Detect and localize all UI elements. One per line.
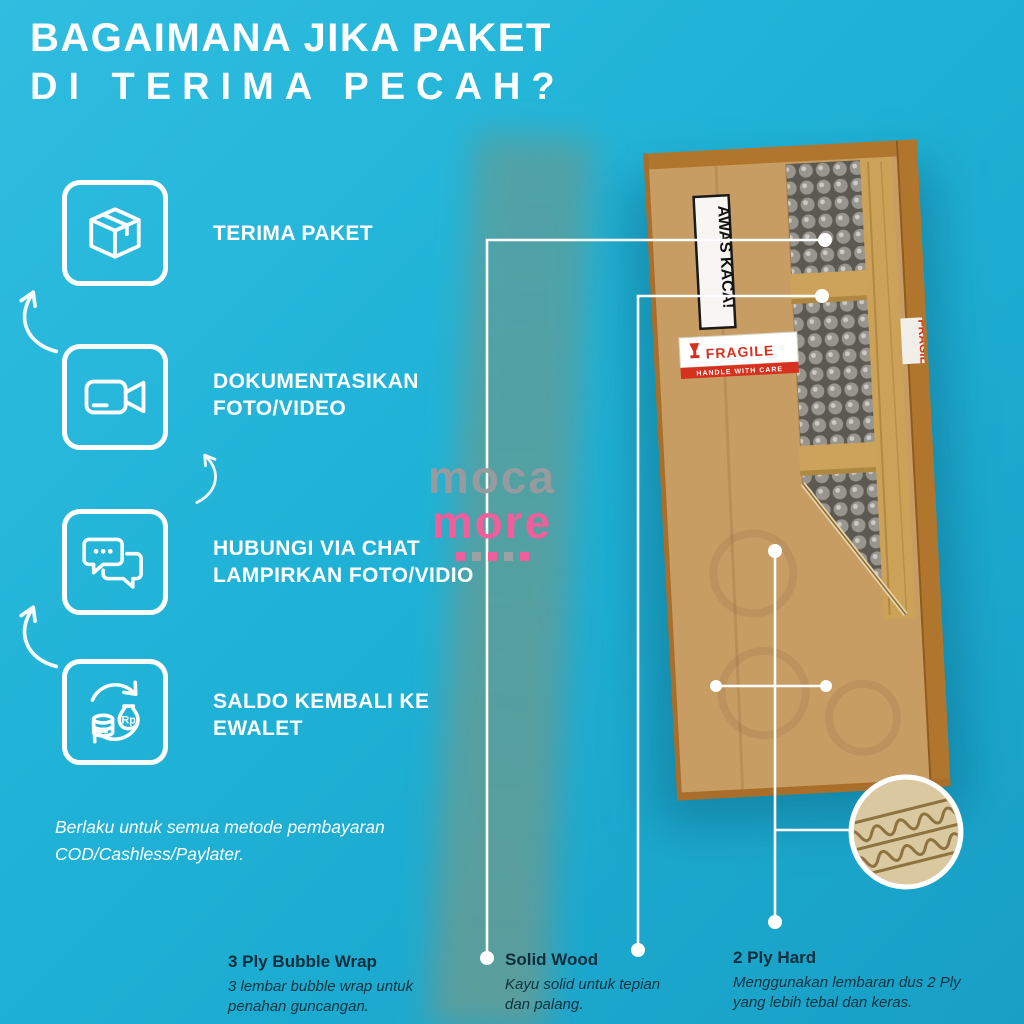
wood-side-plank (859, 156, 916, 620)
awas-kaca-label: AWAS KACA! (692, 193, 737, 331)
money-refund-icon: Rp (90, 680, 140, 744)
watermark-word-1: moca (427, 451, 557, 503)
callout-2ply-hard: 2 Ply Hard Menggunakan lembaran dus 2 Pl… (733, 948, 1008, 1014)
side-tape-fragment: FRAGILE (900, 317, 932, 372)
callout-solid-wood: Solid Wood Kayu solid untuk tepian dan p… (505, 950, 720, 1016)
callout-solid-wood-body: Kayu solid untuk tepian dan palang. (505, 976, 661, 1014)
curved-arrow-icon (19, 290, 59, 354)
package-box-icon (89, 207, 141, 259)
step-4-icon-box: Rp (62, 659, 168, 765)
title-block: BAGAIMANA JIKA PAKET DI TERIMA PECAH? (30, 14, 566, 112)
callout-2ply-hard-body: Menggunakan lembaran dus 2 Ply yang lebi… (733, 974, 961, 1012)
callout-2ply-hard-title: 2 Ply Hard (733, 948, 817, 967)
step-1-icon-box (62, 180, 168, 286)
callout-bubble-wrap-body: 3 lembar bubble wrap untuk penahan gunca… (228, 978, 414, 1016)
title-line-2: DI TERIMA PECAH? (30, 66, 566, 108)
watermark-word-2: more (431, 495, 553, 548)
step-2-label: DOKUMENTASIKAN FOTO/VIDEO (213, 370, 419, 421)
packaged-mirror-photo: AWAS KACA! FRAGILE HANDLE WITH CARE FRAG… (643, 139, 951, 801)
fragile-tape: FRAGILE HANDLE WITH CARE (678, 331, 799, 379)
step-2-icon-box (62, 344, 168, 450)
chat-bubbles-icon (82, 537, 143, 589)
cardboard-label-point (768, 915, 782, 929)
cardboard-magnifier (844, 772, 969, 892)
callout-bubble-wrap-title: 3 Ply Bubble Wrap (228, 952, 377, 971)
callout-solid-wood-title: Solid Wood (505, 950, 599, 969)
watermark-dots (406, 551, 578, 561)
title-line-1: BAGAIMANA JIKA PAKET (30, 16, 552, 60)
step-4-label: SALDO KEMBALI KE EWALET (213, 690, 430, 741)
curved-arrow-icon (19, 605, 59, 669)
step-3-icon-box (62, 509, 168, 615)
video-camera-icon (84, 379, 146, 415)
step-3-label: HUBUNGI VIA CHAT LAMPIRKAN FOTO/VIDIO (213, 537, 474, 588)
payment-footnote: Berlaku untuk semua metode pembayaran CO… (55, 817, 385, 865)
store-watermark: moca more (406, 451, 578, 561)
rp-currency-label: Rp (122, 714, 137, 726)
side-tape-text: FRAGILE (915, 319, 932, 372)
callout-bubble-wrap: 3 Ply Bubble Wrap 3 lembar bubble wrap u… (228, 952, 483, 1018)
curved-arrow-icon (195, 453, 217, 504)
step-1-label: TERIMA PAKET (213, 222, 373, 245)
